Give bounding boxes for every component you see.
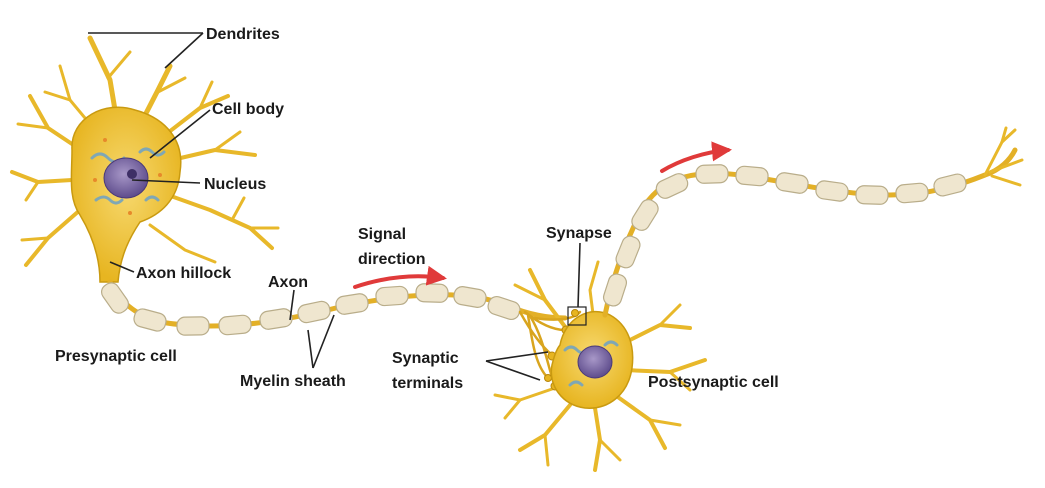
presynaptic-dendrites — [10, 35, 280, 267]
label-synaptic-terminals-1: Synaptic — [392, 350, 459, 367]
myelin-sheath-presynaptic — [100, 282, 521, 336]
signal-direction-arrow-2 — [660, 141, 732, 173]
leader-lines — [88, 32, 581, 381]
label-synapse: Synapse — [546, 225, 612, 242]
label-postsynaptic-cell: Postsynaptic cell — [648, 374, 779, 391]
nucleus-shape — [103, 157, 149, 199]
label-dendrites: Dendrites — [206, 26, 280, 43]
postsynaptic-dendrites — [493, 260, 707, 472]
label-myelin-sheath: Myelin sheath — [240, 373, 346, 390]
label-axon: Axon — [268, 274, 308, 291]
label-signal-direction-2: direction — [358, 251, 426, 268]
postsynaptic-axon-terminals — [983, 126, 1024, 187]
label-nucleus: Nucleus — [204, 176, 266, 193]
label-presynaptic-cell: Presynaptic cell — [55, 348, 177, 365]
label-axon-hillock: Axon hillock — [136, 265, 231, 282]
signal-direction-arrow — [353, 265, 447, 289]
label-signal-direction-1: Signal — [358, 226, 406, 243]
myelin-sheath-postsynaptic — [602, 164, 967, 307]
label-synaptic-terminals-2: terminals — [392, 375, 463, 392]
postsynaptic-nucleus — [577, 345, 613, 379]
presynaptic-vesicles — [93, 138, 162, 215]
label-cell-body: Cell body — [212, 101, 284, 118]
nucleolus — [127, 169, 137, 179]
synapse-box — [567, 306, 587, 326]
